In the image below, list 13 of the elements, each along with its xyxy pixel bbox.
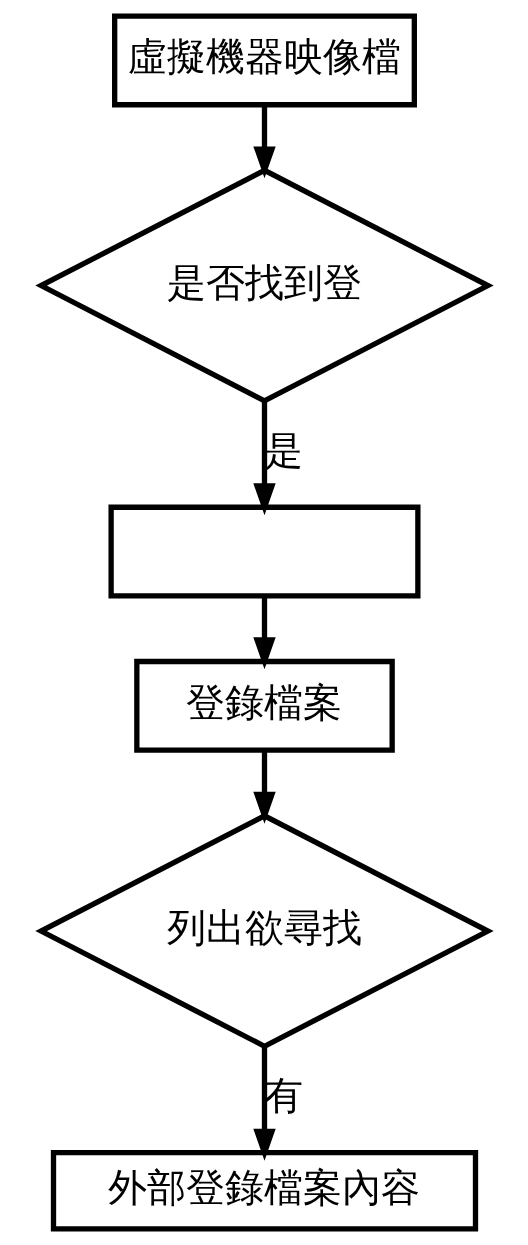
arrow [252, 596, 276, 670]
arrow [252, 750, 276, 824]
node-diamond: 是否找到登 [34, 167, 494, 404]
arrow [252, 400, 276, 516]
arrow [252, 1046, 276, 1161]
arrow [252, 104, 276, 179]
edge-label: 有 [264, 1073, 303, 1119]
node-diamond: 列出欲尋找 [34, 812, 494, 1050]
node-box [107, 504, 421, 599]
node-box: 虛擬機器映像檔 [111, 13, 417, 108]
node-box: 外部登錄檔案內容 [50, 1150, 478, 1232]
edge-label: 是 [264, 427, 303, 473]
node-box: 登錄檔案 [133, 658, 395, 753]
